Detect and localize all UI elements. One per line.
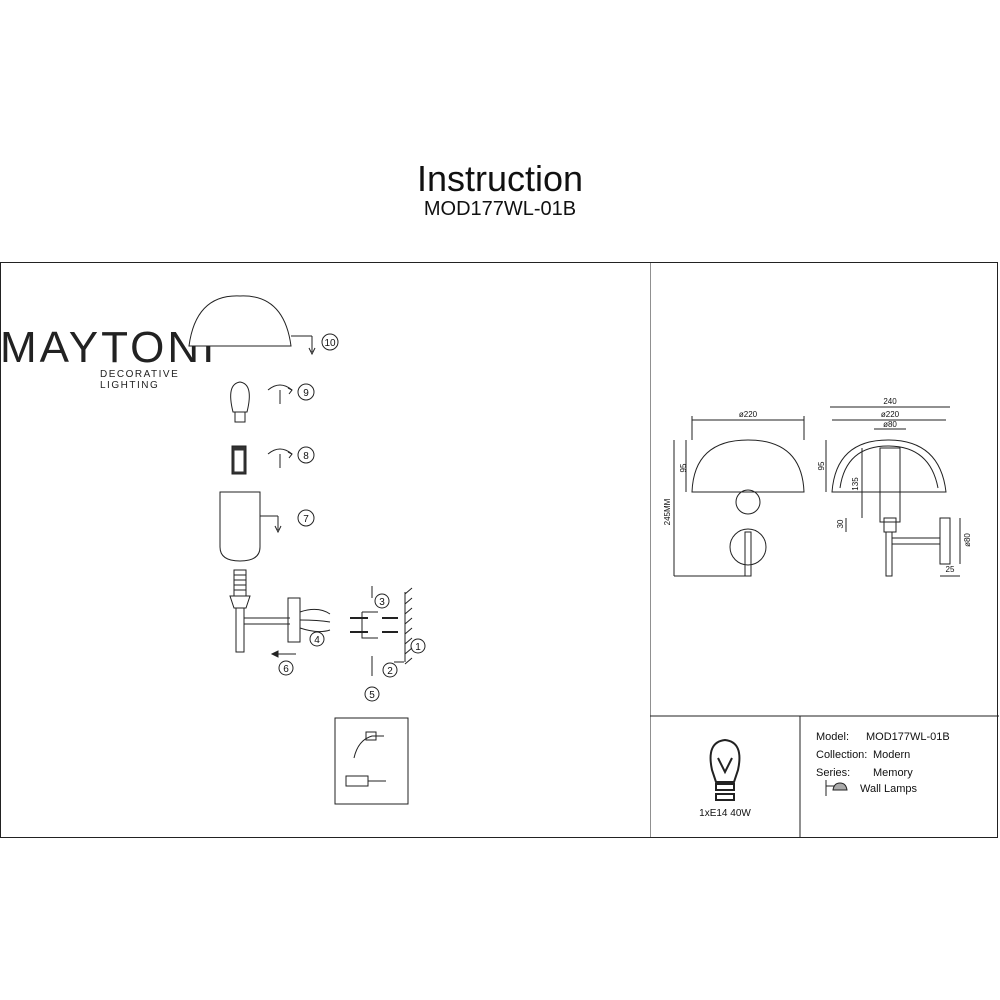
- dim-front-shade-height: 95: [679, 463, 688, 472]
- step-4-label: 4: [314, 635, 320, 646]
- assembly-diagram: 10 9 8 7 4 6 3 2 1 5: [188, 295, 426, 805]
- page-title: Instruction: [416, 158, 584, 199]
- dim-front-diameter: ø220: [739, 410, 758, 419]
- wiring-box: [334, 717, 409, 805]
- dim-total-height: 245MM: [663, 498, 672, 525]
- arm-base-part: [229, 569, 331, 658]
- step-7-label: 7: [303, 514, 309, 525]
- step-1-label: 1: [415, 642, 421, 653]
- instruction-frame: [0, 262, 998, 838]
- brand-logo: MAYTONI DECORATIVE LIGHTING: [0, 160, 230, 391]
- spec-model-value: MOD177WL-01B: [866, 731, 950, 743]
- socket-ring-part: [231, 445, 293, 475]
- shade-part: [188, 295, 316, 356]
- dim-socket-height: 30: [836, 519, 845, 528]
- spec-series-label: Series:: [816, 767, 850, 779]
- bulb-icon: [709, 738, 741, 801]
- dim-base-depth: 25: [946, 565, 955, 574]
- dim-holder-height: 135: [851, 477, 860, 491]
- brand-tagline: DECORATIVE LIGHTING: [100, 369, 180, 391]
- dim-holder-diameter: ø80: [883, 420, 897, 429]
- step-3-label: 3: [379, 597, 385, 608]
- dimension-drawings: ø220 95 245MM 240 ø220 ø80 95 135 30 ø80…: [650, 262, 999, 838]
- brand-name: MAYTONI: [0, 323, 218, 372]
- step-callouts: [278, 333, 426, 702]
- dim-base-diameter: ø80: [963, 533, 972, 547]
- step-9-label: 9: [303, 388, 309, 399]
- spec-type-value: Wall Lamps: [860, 783, 918, 795]
- dim-depth: 240: [883, 397, 897, 406]
- step-2-label: 2: [387, 666, 393, 677]
- dim-side-shade-height: 95: [817, 461, 826, 470]
- side-view: [825, 406, 961, 577]
- bulb-part: [230, 381, 293, 423]
- dim-side-diameter: ø220: [881, 410, 900, 419]
- step-6-label: 6: [283, 664, 289, 675]
- spec-collection-label: Collection:: [816, 749, 867, 761]
- bulb-spec: 1xE14 40W: [699, 808, 751, 819]
- mounting-hardware: [350, 586, 413, 676]
- spec-series-value: Memory: [873, 767, 913, 779]
- wall-lamp-icon: [825, 780, 848, 796]
- holder-cup-part: [219, 491, 282, 562]
- front-view: [673, 416, 805, 577]
- model-number: MOD177WL-01B: [423, 198, 577, 220]
- spec-model-label: Model:: [816, 731, 849, 743]
- step-8-label: 8: [303, 451, 309, 462]
- step-10-label: 10: [324, 338, 336, 349]
- spec-collection-value: Modern: [873, 749, 910, 761]
- step-5-label: 5: [369, 690, 375, 701]
